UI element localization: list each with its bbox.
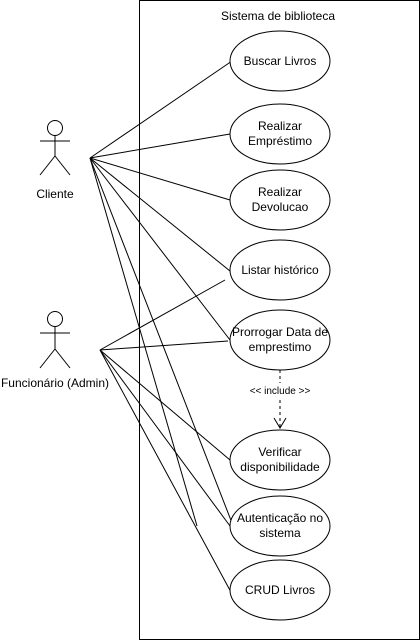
- use-case-crud-livros[interactable]: CRUD Livros: [229, 559, 331, 621]
- assoc-cliente-autenticacao: [89, 157, 233, 524]
- assoc-func-prorrogar: [99, 340, 229, 351]
- actor-head: [47, 311, 63, 327]
- use-case-label-line2: Empréstimo: [248, 134, 312, 148]
- use-case-verificar-disponibilidade[interactable]: Verificar disponibilidade: [229, 429, 331, 491]
- system-title: Sistema de biblioteca: [221, 9, 335, 23]
- assoc-func-verificar: [99, 349, 231, 461]
- actor-cliente-label: Cliente: [36, 187, 74, 201]
- actor-funcionario-label: Funcionário (Admin): [1, 376, 109, 390]
- assoc-cliente-historico: [89, 157, 231, 272]
- assoc-cliente-devolucao: [89, 157, 231, 201]
- use-case-label-line1: Verificar: [258, 445, 301, 459]
- funcionario-associations: [99, 279, 233, 595]
- use-case-autenticacao[interactable]: Autenticação no sistema: [229, 495, 331, 557]
- actor-leg-right: [54, 155, 71, 176]
- actor-head: [47, 120, 63, 136]
- use-case-label-line1: Autenticação no: [237, 511, 323, 525]
- assoc-func-autenticacao: [99, 349, 231, 527]
- actor-leg-left: [39, 155, 56, 176]
- assoc-cliente-emprestimo: [89, 133, 231, 159]
- use-case-realizar-emprestimo[interactable]: Realizar Empréstimo: [229, 103, 331, 165]
- use-case-prorrogar-data[interactable]: Prorrogar Data de emprestimo: [229, 309, 331, 371]
- use-case-label-line2: Devolucao: [252, 200, 309, 214]
- actor-leg-left: [39, 348, 56, 369]
- use-case-label-line1: Realizar: [258, 119, 302, 133]
- use-case-label-line2: emprestimo: [249, 340, 312, 354]
- include-label: << include >>: [250, 386, 311, 397]
- assoc-func-crud: [99, 349, 233, 595]
- cliente-associations: [89, 60, 233, 527]
- include-relation: << include >>: [244, 370, 316, 429]
- use-case-realizar-devolucao[interactable]: Realizar Devolucao: [229, 169, 331, 231]
- actor-funcionario[interactable]: [39, 311, 71, 369]
- use-case-buscar-livros[interactable]: Buscar Livros: [229, 30, 331, 92]
- use-case-label: CRUD Livros: [245, 583, 315, 597]
- use-case-label-line2: disponibilidade: [240, 460, 320, 474]
- assoc-cliente-verificar: [89, 157, 198, 527]
- use-case-label: Buscar Livros: [244, 54, 317, 68]
- use-case-label: Listar histórico: [241, 263, 319, 277]
- use-case-label-line2: sistema: [259, 526, 301, 540]
- use-case-listar-historico[interactable]: Listar histórico: [229, 239, 331, 301]
- actor-leg-right: [54, 348, 71, 369]
- assoc-func-historico: [99, 279, 226, 351]
- use-case-label-line1: Prorrogar Data de: [232, 325, 328, 339]
- use-case-label-line1: Realizar: [258, 185, 302, 199]
- assoc-cliente-prorrogar: [89, 157, 231, 341]
- actor-cliente[interactable]: [39, 120, 71, 176]
- assoc-cliente-buscar: [89, 60, 233, 159]
